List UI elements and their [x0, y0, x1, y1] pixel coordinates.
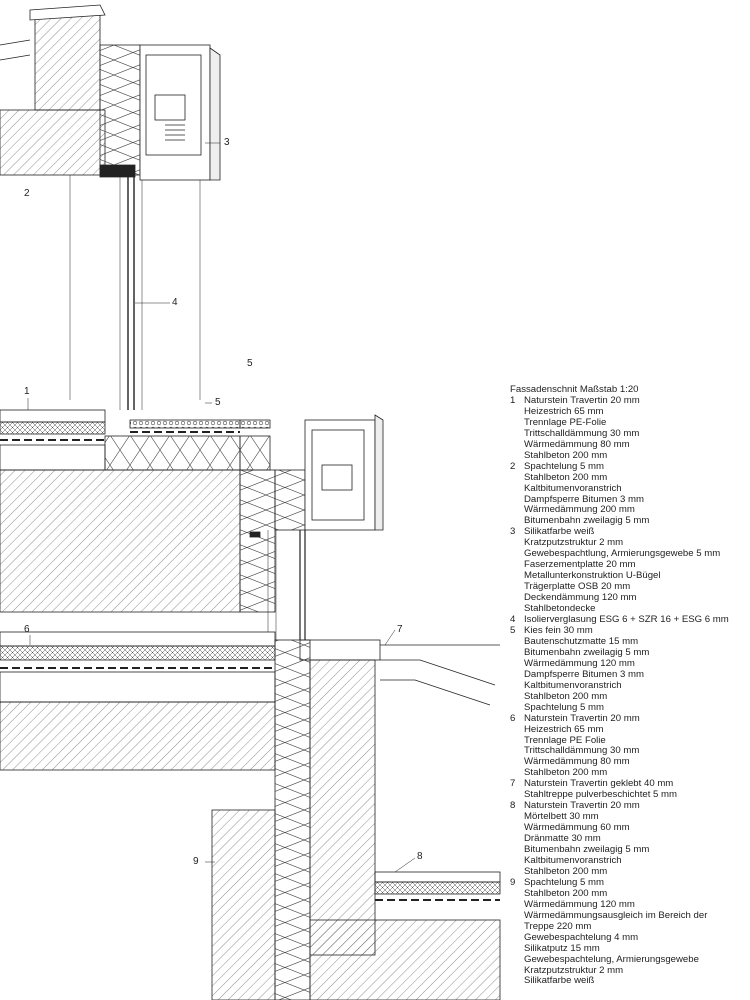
legend-item-line: Spachtelung 5 mm — [524, 701, 604, 713]
legend-item-line: Kaltbitumenvoranstrich — [524, 679, 622, 691]
legend-item-line: Stahlbeton 200 mm — [524, 767, 608, 779]
legend-item-line: Deckendämmung 120 mm — [524, 592, 637, 604]
legend-item-line: Spachtelung 5 mm — [524, 460, 604, 472]
legend-item-number: 5 — [510, 624, 516, 636]
legend-item-line: Trittschalldämmung 30 mm — [524, 745, 640, 757]
middle-floor-detail — [0, 409, 384, 613]
legend-item-line: Faserzementplatte 20 mm — [524, 559, 636, 571]
legend-item-line: Wärmedämmung 80 mm — [524, 756, 630, 768]
legend-item-line: Kratzputzstruktur 2 mm — [524, 537, 624, 549]
legend-item-number: 2 — [510, 460, 516, 472]
ground-floor-detail — [0, 631, 501, 1000]
legend-item-line: Trennlage PE Folie — [524, 734, 606, 746]
legend-item-line: Trägerplatte OSB 20 mm — [524, 581, 631, 593]
legend-item-number: 9 — [510, 876, 516, 888]
legend-item-line: Heizestrich 65 mm — [524, 405, 604, 417]
legend-item-line: Isolierverglasung ESG 6 + SZR 16 + ESG 6… — [524, 614, 729, 626]
legend-item-line: Gewebespachtelung, Armierungsgewebe — [524, 953, 699, 965]
leader-lines — [27, 142, 416, 873]
legend-item-line: Mörtelbett 30 mm — [524, 811, 599, 823]
legend-item-line: Gewebespachtlung, Armierungsgewebe 5 mm — [524, 548, 721, 560]
callout-8: 8 — [417, 851, 423, 862]
callout-6: 6 — [24, 624, 30, 635]
legend-item-line: Heizestrich 65 mm — [524, 723, 604, 735]
legend-item-line: Metallunterkonstruktion U-Bügel — [524, 570, 661, 582]
roof-detail — [0, 4, 221, 181]
legend-item-line: Stahlbetondecke — [524, 603, 596, 615]
legend-item-line: Silikatfarbe weiß — [524, 526, 595, 538]
legend-item-line: Naturstein Travertin geklebt 40 mm — [524, 778, 674, 790]
legend-item-line: Bautenschutzmatte 15 mm — [524, 635, 639, 647]
window-lines — [69, 175, 306, 640]
legend-item-line: Wärmedämmung 60 mm — [524, 822, 630, 834]
legend-item-line: Stahltreppe pulverbeschichtet 5 mm — [524, 789, 678, 801]
legend-item-line: Stahlbeton 200 mm — [524, 690, 608, 702]
legend-item-line: Trittschalldämmung 30 mm — [524, 427, 640, 439]
legend-item-number: 7 — [510, 778, 516, 790]
legend-item-line: Dampfsperre Bitumen 3 mm — [524, 493, 644, 505]
legend-item-number: 8 — [510, 800, 516, 812]
legend-item-number: 6 — [510, 712, 516, 724]
legend-title: Fassadenschnit Maßstab 1:20 — [510, 384, 639, 395]
callout-4: 4 — [172, 297, 178, 308]
legend-item-line: Wärmedämmungsausgleich im Bereich der — [524, 909, 708, 921]
legend-item-line: Naturstein Travertin 20 mm — [524, 800, 640, 812]
legend-item-line: Silikatfarbe weiß — [524, 975, 595, 987]
legend-item-line: Spachtelung 5 mm — [524, 876, 604, 888]
legend-item-line: Bitumenbahn zweilagig 5 mm — [524, 515, 650, 527]
legend-item-line: Stahlbeton 200 mm — [524, 887, 608, 899]
legend-item-line: Naturstein Travertin 20 mm — [524, 394, 640, 406]
legend-item-number: 4 — [510, 614, 516, 626]
legend-item-line: Stahlbeton 200 mm — [524, 471, 608, 483]
legend-item-line: Silikatputz 15 mm — [524, 942, 600, 954]
legend-item: 4 Isolierverglasung ESG 6 + SZR 16 + ESG … — [510, 614, 729, 626]
legend-item-number: 3 — [510, 526, 516, 538]
callout-3: 3 — [224, 137, 230, 148]
legend-item-line: Naturstein Travertin 20 mm — [524, 712, 640, 724]
legend-item-line: Kaltbitumenvoranstrich — [524, 482, 622, 494]
legend-item-line: Kaltbitumenvoranstrich — [524, 854, 622, 866]
callout-5: 5 — [247, 358, 253, 369]
legend-item-line: Stahlbeton 200 mm — [524, 449, 608, 461]
legend-item-line: Treppe 220 mm — [524, 920, 592, 932]
legend-item-line: Dränmatte 30 mm — [524, 833, 601, 845]
callout-1: 1 — [24, 386, 30, 397]
callout-7: 7 — [397, 624, 403, 635]
legend-item-line: Wärmedämmung 120 mm — [524, 657, 635, 669]
legend-item-line: Bitumenbahn zweilagig 5 mm — [524, 646, 650, 658]
legend-item-line: Gewebespachtelung 4 mm — [524, 931, 639, 943]
callout-9: 9 — [193, 856, 199, 867]
callout-5b: 5 — [215, 397, 221, 408]
legend-item-line: Dampfsperre Bitumen 3 mm — [524, 668, 644, 680]
legend-item-line: Kratzputzstruktur 2 mm — [524, 964, 624, 976]
legend-item-line: Kies fein 30 mm — [524, 624, 593, 636]
legend-item-line: Trennlage PE-Folie — [524, 416, 607, 428]
legend-item-line: Wärmedämmung 120 mm — [524, 898, 635, 910]
legend-item-line: Wärmedämmung 200 mm — [524, 504, 635, 516]
legend-item-line: Bitumenbahn zweilagig 5 mm — [524, 844, 650, 856]
callout-2: 2 — [24, 188, 30, 199]
legend-item-line: Stahlbeton 200 mm — [524, 865, 608, 877]
legend-item-number: 1 — [510, 394, 516, 406]
legend-item-line: Wärmedämmung 80 mm — [524, 438, 630, 450]
